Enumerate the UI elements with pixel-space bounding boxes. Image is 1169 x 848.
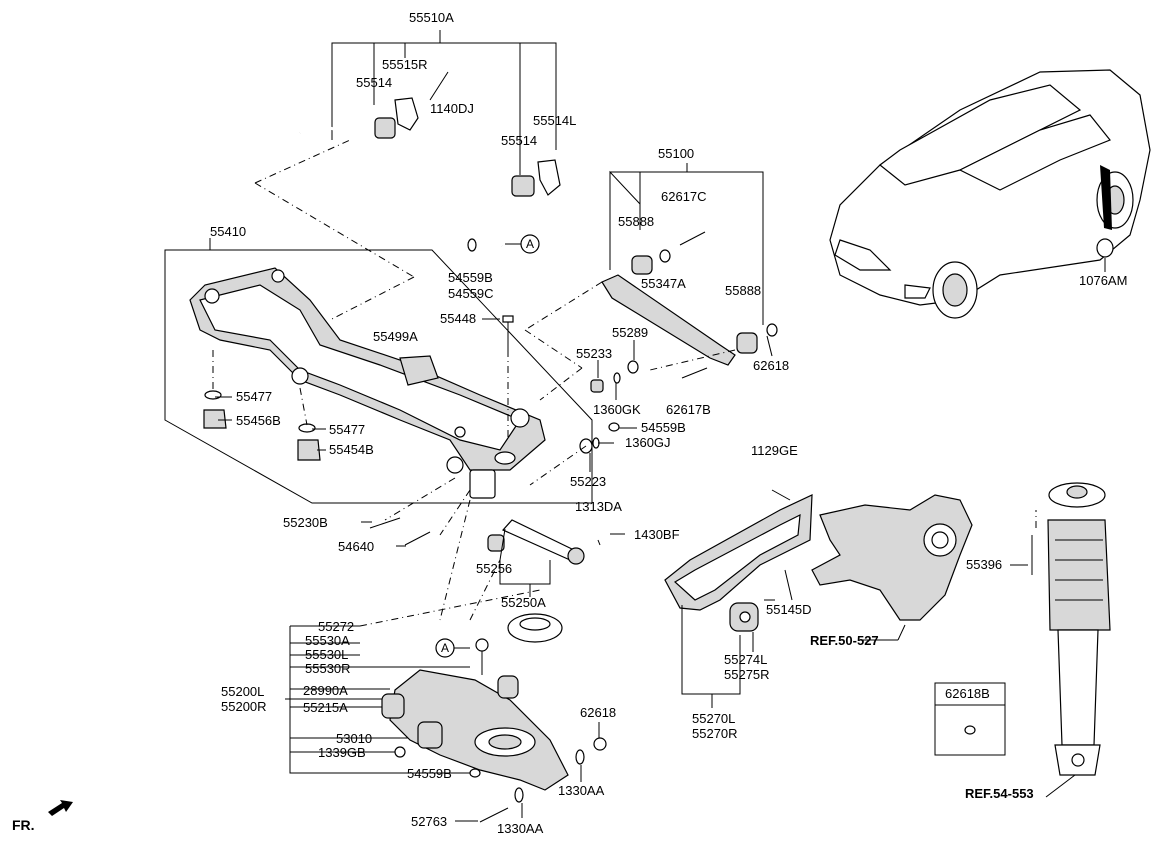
label-55530A: 55530A: [305, 633, 350, 648]
callout-a-top: A: [526, 237, 535, 251]
label-55200L: 55200L: [221, 684, 265, 699]
label-55410: 55410: [210, 224, 247, 239]
label-62617B: 62617B: [666, 402, 711, 417]
lower-arm-group: [285, 559, 607, 823]
label-55289: 55289: [612, 325, 649, 340]
label-53010: 53010: [336, 731, 373, 746]
callout-a-bottom: A: [441, 641, 450, 655]
label-55448: 55448: [440, 311, 477, 326]
label-55200R: 55200R: [221, 699, 267, 714]
label-55888: 55888: [725, 283, 762, 298]
label-55530L: 55530L: [305, 647, 349, 662]
label-1076AM: 1076AM: [1079, 273, 1128, 288]
trailing-arm-group: [664, 489, 813, 708]
ref-54-553-link[interactable]: REF.54-553: [965, 786, 1034, 801]
label-54559B: 54559B: [641, 420, 686, 435]
label-55275R: 55275R: [724, 667, 770, 682]
label-1129GE: 1129GE: [751, 443, 798, 458]
label-55347A: 55347A: [641, 276, 686, 291]
label-54559B: 54559B: [448, 270, 493, 285]
label-55250A: 55250A: [501, 595, 546, 610]
label-28990A: 28990A: [303, 683, 348, 698]
label-1360GJ: 1360GJ: [625, 435, 671, 450]
label-55270R: 55270R: [692, 726, 738, 741]
front-direction-label: FR.: [12, 817, 35, 833]
label-1313DA: 1313DA: [575, 499, 622, 514]
label-1140DJ: 1140DJ: [430, 101, 474, 116]
label-55514: 55514: [356, 75, 393, 90]
label-55514L: 55514L: [533, 113, 577, 128]
label-55499A: 55499A: [373, 329, 418, 344]
label-1330AA: 1330AA: [497, 821, 544, 836]
label-62617C: 62617C: [661, 189, 707, 204]
label-55456B: 55456B: [236, 413, 281, 428]
label-55230B: 55230B: [283, 515, 328, 530]
label-62618: 62618: [753, 358, 790, 373]
ref-50-527-link[interactable]: REF.50-527: [810, 633, 879, 648]
label-54640: 54640: [338, 539, 375, 554]
label-62618: 62618: [580, 705, 617, 720]
label-55530R: 55530R: [305, 661, 351, 676]
part-62618B-box: [934, 682, 1006, 756]
label-55272: 55272: [318, 619, 355, 634]
label-55100: 55100: [658, 146, 695, 161]
crossmember-group: [164, 238, 593, 504]
label-55477: 55477: [329, 422, 366, 437]
label-1360GK: 1360GK: [593, 402, 641, 417]
label-55215A: 55215A: [303, 700, 348, 715]
label-55510A: 55510A: [409, 10, 454, 25]
label-55514: 55514: [501, 133, 538, 148]
label-52763: 52763: [411, 814, 448, 829]
label-55223: 55223: [570, 474, 607, 489]
label-55396: 55396: [966, 557, 1003, 572]
label-55477: 55477: [236, 389, 273, 404]
knuckle-group: [811, 494, 973, 641]
label-55888: 55888: [618, 214, 655, 229]
label-54559C: 54559C: [448, 286, 494, 301]
stabilizer-bar-group: [299, 30, 561, 254]
label-55145D: 55145D: [766, 602, 812, 617]
label-62618B: 62618B: [945, 686, 990, 701]
label-55515R: 55515R: [382, 57, 428, 72]
front-arrow-icon: [48, 800, 73, 816]
lateral-link-group: [384, 477, 625, 621]
label-55270L: 55270L: [692, 711, 736, 726]
label-55233: 55233: [576, 346, 613, 361]
label-55274L: 55274L: [724, 652, 768, 667]
shock-absorber-group: [1031, 482, 1111, 798]
label-54559B: 54559B: [407, 766, 452, 781]
upper-arm-group: [524, 163, 778, 379]
label-55256: 55256: [476, 561, 513, 576]
label-55454B: 55454B: [329, 442, 374, 457]
label-1430BF: 1430BF: [634, 527, 680, 542]
label-1330AA: 1330AA: [558, 783, 605, 798]
car-illustration: [829, 69, 1151, 319]
label-1339GB: 1339GB: [318, 745, 366, 760]
